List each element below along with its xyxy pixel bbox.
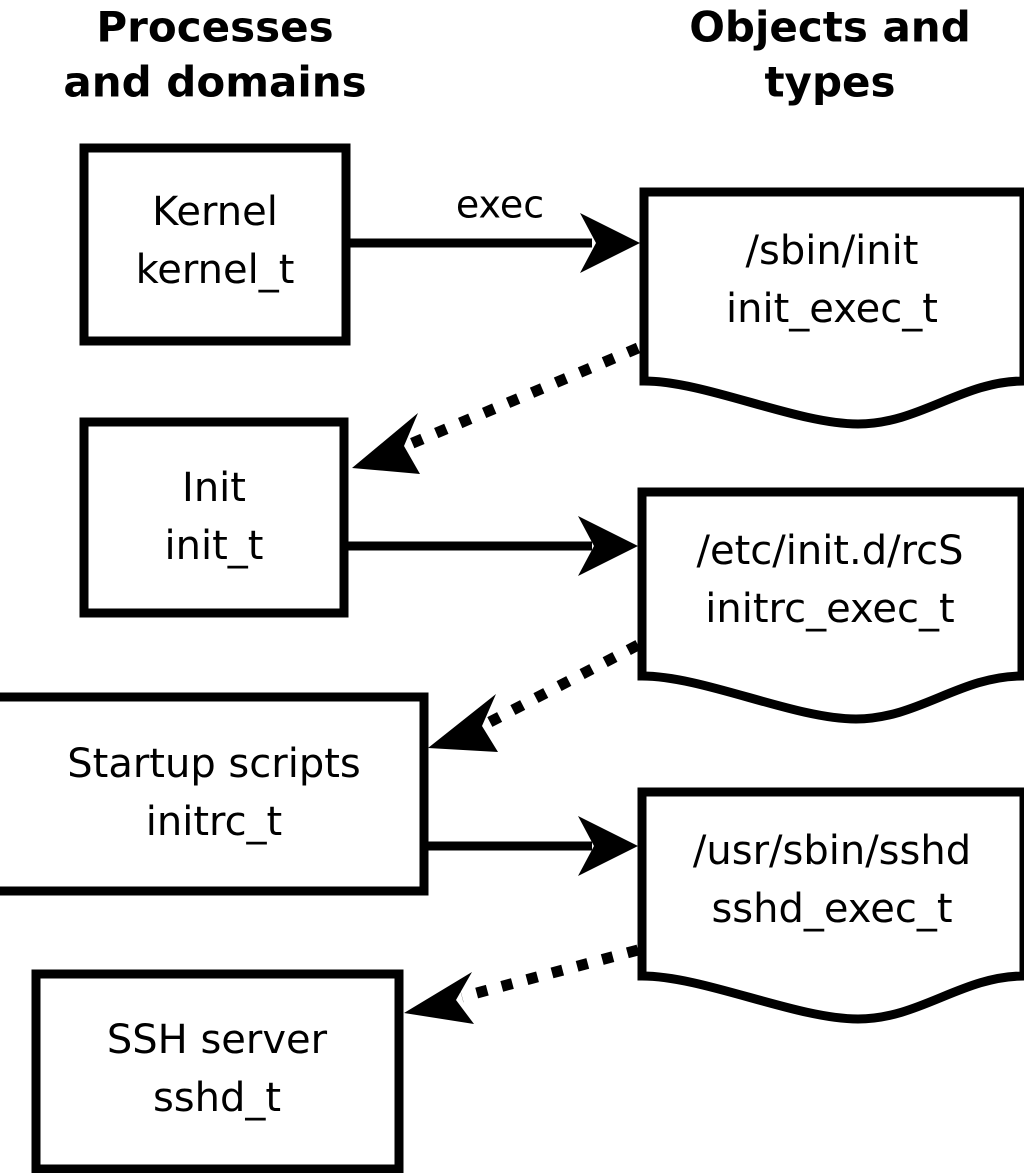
process-node-kernel-box[interactable] <box>79 143 351 346</box>
object-node-init-exec-path: /sbin/init <box>746 228 919 274</box>
process-node-kernel-name: Kernel <box>152 189 278 235</box>
process-node-sshd[interactable]: SSH server sshd_t <box>31 969 404 1173</box>
object-node-sshd-exec-type: sshd_exec_t <box>711 886 952 932</box>
process-node-init-box[interactable] <box>79 417 349 618</box>
object-node-sshd-exec-shape[interactable] <box>637 787 1024 1024</box>
process-node-kernel[interactable]: Kernel kernel_t <box>79 143 351 346</box>
process-node-sshd-box[interactable] <box>31 969 404 1173</box>
arrowhead-init-to-initrc-exec <box>578 516 638 576</box>
process-node-initrc-box[interactable] <box>0 692 429 896</box>
edge-line-init-exec-to-init <box>405 342 641 451</box>
column-header-processes-line2: and domains <box>63 58 366 107</box>
object-node-init-exec-type: init_exec_t <box>726 286 938 332</box>
column-header-objects-line2: types <box>764 58 895 107</box>
process-node-init[interactable]: Init init_t <box>79 417 349 618</box>
object-node-init-exec[interactable]: /sbin/init init_exec_t <box>639 187 1024 429</box>
edge-initrc-exec-to-initrc <box>428 640 641 752</box>
object-node-init-exec-shape[interactable] <box>639 187 1024 429</box>
process-node-initrc-name: Startup scripts <box>67 741 360 787</box>
process-node-kernel-type: kernel_t <box>136 247 295 293</box>
edge-sshd-exec-to-sshd <box>404 944 640 1024</box>
edge-init-to-initrc-exec <box>348 516 638 576</box>
column-header-processes: Processes and domains <box>63 3 366 107</box>
process-node-init-type: init_t <box>165 523 264 569</box>
arrowhead-init-exec-to-init <box>352 413 420 474</box>
edge-init-exec-to-init <box>352 342 641 474</box>
object-node-sshd-exec[interactable]: /usr/sbin/sshd sshd_exec_t <box>637 787 1024 1024</box>
arrowhead-initrc-to-sshd-exec <box>578 816 638 876</box>
column-header-processes-line1: Processes <box>96 3 333 52</box>
edge-kernel-to-init-exec: exec <box>350 183 640 273</box>
arrowhead-sshd-exec-to-sshd <box>404 972 474 1024</box>
edge-initrc-to-sshd-exec <box>428 816 638 876</box>
column-header-objects-line1: Objects and <box>689 3 971 52</box>
arrowhead-initrc-exec-to-initrc <box>428 694 498 752</box>
object-node-sshd-exec-path: /usr/sbin/sshd <box>693 828 971 874</box>
edge-label-exec: exec <box>456 183 544 227</box>
process-node-sshd-type: sshd_t <box>153 1075 281 1121</box>
object-node-initrc-exec-shape[interactable] <box>637 487 1024 724</box>
process-node-initrc[interactable]: Startup scripts initrc_t <box>0 692 429 896</box>
process-node-initrc-type: initrc_t <box>146 799 283 845</box>
process-node-sshd-name: SSH server <box>107 1017 328 1063</box>
object-node-initrc-exec-type: initrc_exec_t <box>705 586 954 632</box>
column-header-objects: Objects and types <box>689 3 971 107</box>
object-node-initrc-exec[interactable]: /etc/init.d/rcS initrc_exec_t <box>637 487 1024 724</box>
arrowhead-kernel-to-init-exec <box>580 213 640 273</box>
edge-line-initrc-exec-to-initrc <box>485 640 641 728</box>
object-node-initrc-exec-path: /etc/init.d/rcS <box>696 528 963 574</box>
edge-line-sshd-exec-to-sshd <box>460 944 640 1003</box>
process-node-init-name: Init <box>182 465 246 511</box>
